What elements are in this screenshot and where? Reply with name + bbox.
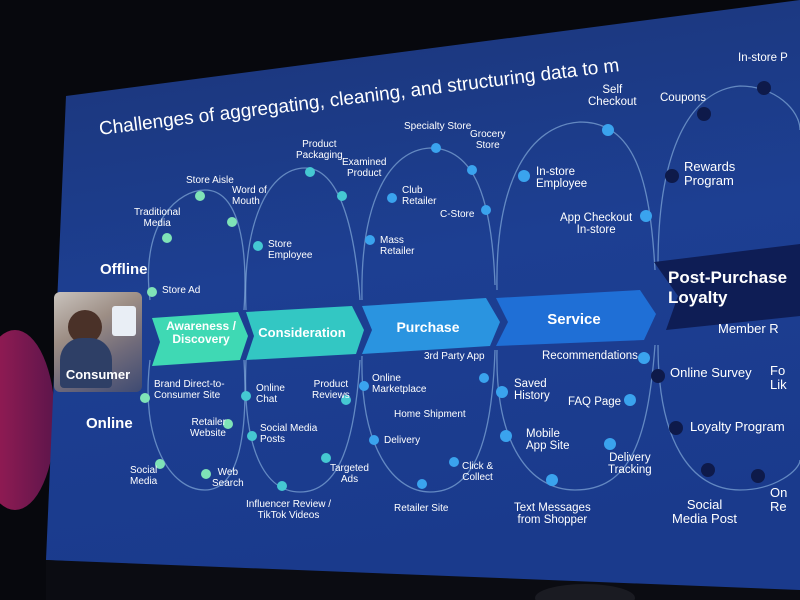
- tp-instore-p: In-store P: [738, 52, 788, 64]
- arrow-consideration: [246, 306, 364, 360]
- online-dots: [140, 352, 765, 491]
- online-loops: [147, 344, 800, 493]
- tp-specialty-store: Specialty Store: [404, 121, 472, 132]
- tp-3rd-party-app: 3rd Party App: [424, 351, 485, 362]
- tp-loyalty-program: Loyalty Program: [690, 419, 785, 434]
- tp-brand-d2c-site: Brand Direct-to-Consumer Site: [154, 379, 225, 401]
- tp-click-collect: Click &Collect: [462, 461, 494, 483]
- offline-label: Offline: [100, 261, 148, 278]
- tp-faq-page: FAQ Page: [568, 396, 622, 408]
- arrow-purchase: [362, 298, 500, 354]
- projection-screen: [46, 0, 800, 600]
- tp-recommendations: Recommendations: [542, 350, 638, 362]
- stage-awareness: Awareness /Discovery: [166, 319, 236, 347]
- tp-coupons: Coupons: [660, 92, 707, 104]
- tp-delivery: Delivery: [384, 435, 421, 446]
- audience-head: [535, 584, 635, 600]
- tp-member-r: Member R: [718, 321, 779, 336]
- tp-home-shipment: Home Shipment: [394, 409, 466, 420]
- arrow-service: [496, 290, 656, 346]
- offline-dots: [147, 81, 771, 297]
- consumer-photo: Consumer: [54, 292, 142, 392]
- stage-purchase: Purchase: [396, 319, 460, 335]
- tp-c-store: C-Store: [440, 209, 475, 220]
- tp-store-ad: Store Ad: [162, 285, 201, 296]
- consumer-label: Consumer: [65, 367, 131, 382]
- tp-online-survey: Online Survey: [670, 365, 752, 380]
- stage-consideration: Consideration: [258, 325, 346, 340]
- stage-service: Service: [547, 311, 601, 328]
- tp-retailer-site: Retailer Site: [394, 503, 449, 514]
- tp-store-aisle: Store Aisle: [186, 175, 234, 186]
- tp-influencer-review: Influencer Review /TikTok Videos: [246, 499, 332, 521]
- arrow-post-purchase: [654, 244, 800, 330]
- online-label: Online: [86, 415, 133, 432]
- arrow-awareness: [152, 312, 248, 366]
- stage-light-left: [0, 330, 55, 510]
